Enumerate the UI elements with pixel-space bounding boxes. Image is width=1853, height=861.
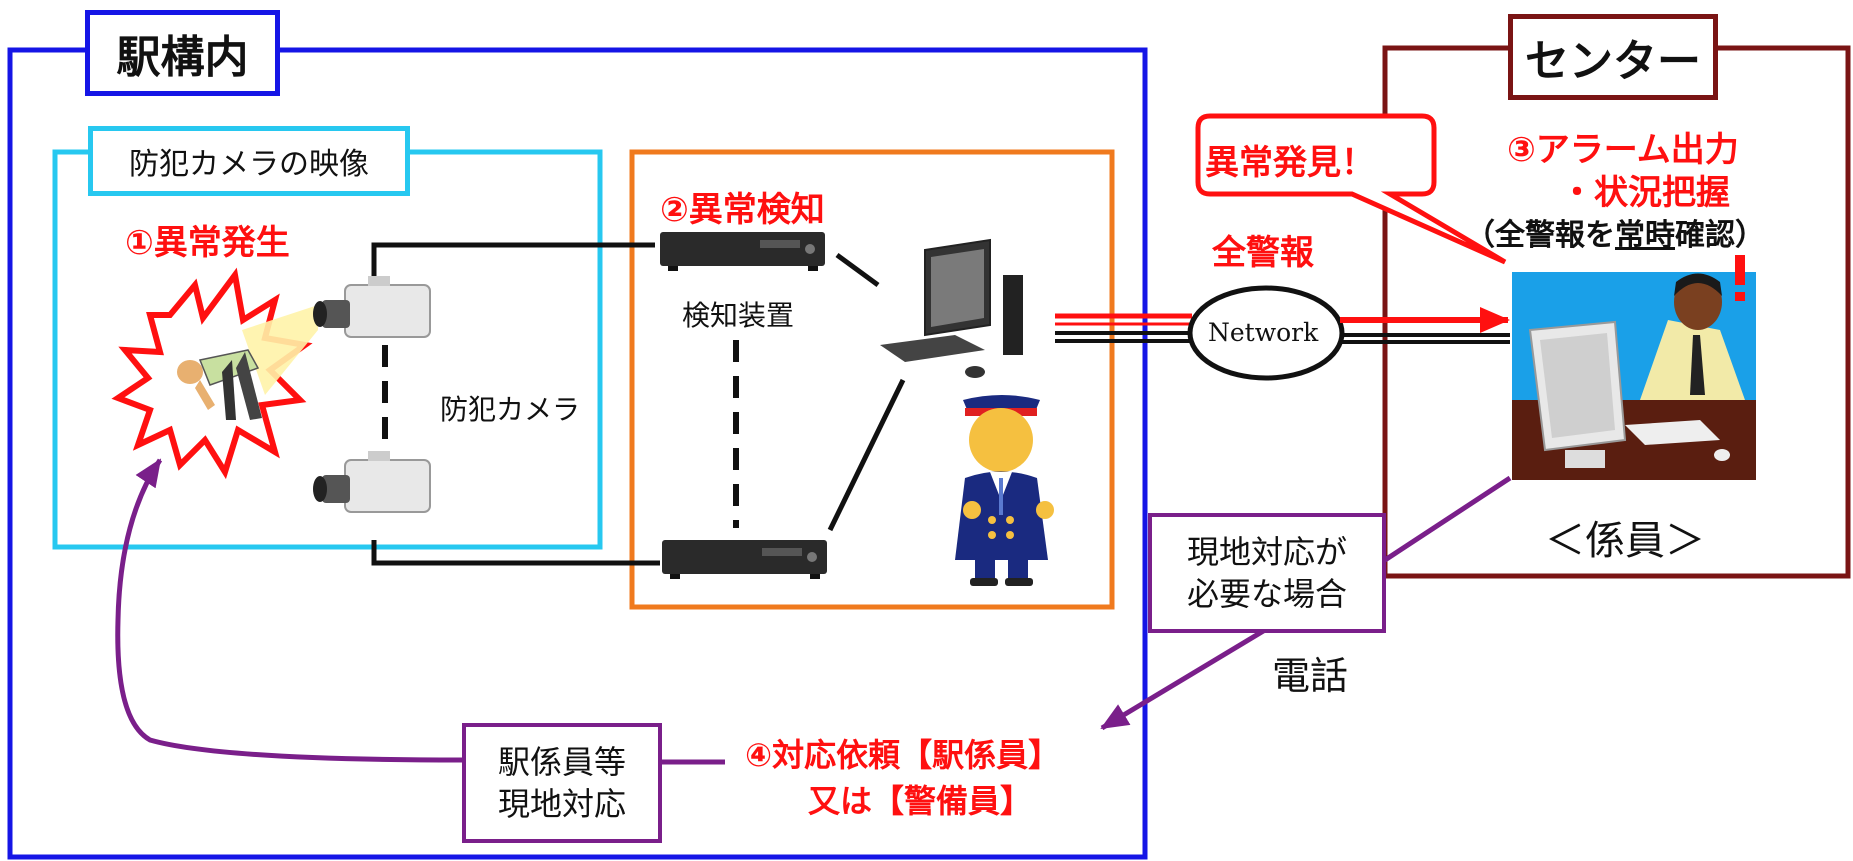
center-tab-label: センター xyxy=(1508,14,1718,100)
anomaly-found-label: 異常発見！ xyxy=(1205,143,1375,183)
camera-light-cone xyxy=(242,305,318,395)
station-staff-note: 駅係員等 現地対応 xyxy=(462,723,662,843)
phone-link-line xyxy=(1383,475,1512,563)
step3-underlined: 常時 xyxy=(1615,218,1675,253)
station-staff-icon xyxy=(955,395,1054,586)
station-tab-label: 駅構内 xyxy=(85,10,280,96)
step2-label: ②異常検知 xyxy=(660,190,825,230)
step3-label-line1: ③アラーム出力 xyxy=(1507,130,1739,170)
collapsed-person-icon xyxy=(177,349,262,420)
onsite-needed-line2: 必要な場合 xyxy=(1186,575,1347,613)
step4-label-line1: ④対応依頼【駅係員】 xyxy=(745,736,1061,774)
monitoring-pc-icon xyxy=(880,238,1023,378)
step3-prefix: （全警報を xyxy=(1465,218,1615,253)
detector-device-top-icon xyxy=(660,232,825,271)
camera-cable-bottom xyxy=(371,540,660,566)
center-operator-icon xyxy=(1512,272,1756,480)
station-region-border xyxy=(7,47,1148,860)
phone-arrow xyxy=(1100,627,1267,731)
all-alarms-label: 全警報 xyxy=(1212,233,1314,273)
anomaly-speech-bubble xyxy=(1195,113,1507,265)
step3-label-line3: （全警報を常時確認） xyxy=(1465,210,1765,254)
security-camera-top-icon xyxy=(313,276,431,338)
detector-label: 検知装置 xyxy=(682,299,795,332)
detection-region-border xyxy=(629,149,1115,610)
detector-pc-link-bottom xyxy=(827,378,906,532)
camera-cable-top xyxy=(371,242,655,283)
alert-mark-dot xyxy=(1735,292,1745,301)
onsite-needed-note: 現地対応が 必要な場合 xyxy=(1148,513,1386,633)
onsite-needed-line1: 現地対応が xyxy=(1186,533,1347,571)
camera-video-tab-label: 防犯カメラの映像 xyxy=(88,126,410,196)
station-staff-line2: 現地対応 xyxy=(497,785,626,823)
staff-label: ＜係員＞ xyxy=(1545,518,1705,564)
detector-pc-link-top xyxy=(835,252,880,288)
alert-mark-bar xyxy=(1735,255,1745,285)
security-camera-bottom-icon xyxy=(313,451,431,513)
station-staff-line1: 駅係員等 xyxy=(497,743,626,781)
camera-label: 防犯カメラ xyxy=(440,393,581,426)
step3-label-line2: ・状況把握 xyxy=(1560,173,1730,213)
network-label: Network xyxy=(1208,318,1319,347)
onsite-return-arrow xyxy=(115,458,463,763)
phone-label: 電話 xyxy=(1272,654,1349,698)
detector-device-bottom-icon xyxy=(662,540,827,579)
step4-label-line2: 又は【警備員】 xyxy=(808,782,1033,820)
step1-label: ①異常発生 xyxy=(125,223,290,263)
step3-suffix: 確認） xyxy=(1675,218,1765,253)
